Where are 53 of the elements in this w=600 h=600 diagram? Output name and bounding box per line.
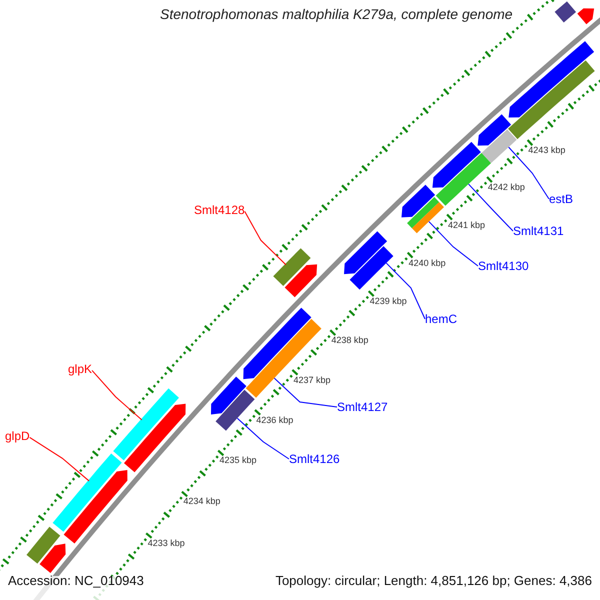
leader-line	[92, 370, 142, 420]
gene-feature	[210, 376, 246, 414]
gene-feature	[478, 114, 512, 146]
leader-line	[29, 436, 90, 482]
gene-feature	[508, 41, 594, 118]
genome-summary: Topology: circular; Length: 4,851,126 bp; Genes: 4,386	[275, 573, 592, 588]
gene-feature	[124, 404, 186, 472]
gene-feature	[26, 526, 60, 564]
scale-label: 4238 kbp	[331, 335, 368, 346]
leader-line	[244, 210, 286, 266]
gene-label: Smlt4128	[194, 203, 245, 217]
gene-feature	[284, 264, 318, 298]
leader-line	[236, 418, 290, 460]
scale-label: 4237 kbp	[294, 374, 331, 386]
scale-label: 4235 kbp	[220, 455, 257, 466]
gene-label: Smlt4131	[513, 224, 564, 238]
gene-label: glpK	[68, 362, 92, 376]
gene-feature	[344, 231, 388, 274]
gene-feature	[482, 129, 517, 164]
gene-feature	[40, 544, 66, 573]
gene-feature	[113, 388, 179, 460]
gene-label: Smlt4130	[478, 259, 529, 273]
leader-line	[428, 221, 478, 266]
scale-label: 4239 kbp	[370, 296, 407, 308]
gene-feature	[401, 184, 436, 218]
gene-feature	[216, 390, 255, 431]
gene-label: hemC	[425, 312, 458, 326]
gene-feature	[407, 197, 444, 234]
gene-feature	[64, 470, 128, 544]
leader-line	[274, 378, 338, 408]
leader-line	[508, 146, 550, 200]
gene-label: Smlt4126	[289, 452, 340, 466]
scale-label: 4233 kbp	[148, 538, 185, 549]
accession-text: Accession: NC_010943	[8, 573, 144, 588]
gene-feature	[350, 246, 394, 290]
gene-label: glpD	[5, 429, 30, 443]
gene-feature	[554, 1, 576, 22]
leader-line	[386, 262, 426, 320]
scale-label: 4242 kbp	[488, 182, 525, 194]
leader-line	[468, 184, 514, 232]
scale-label: 4241 kbp	[448, 220, 486, 231]
gene-feature	[577, 8, 594, 24]
scale-label: 4234 kbp	[183, 496, 220, 508]
diagram-title: Stenotrophomonas maltophilia K279a, complete genome	[160, 6, 513, 22]
gene-feature	[273, 248, 311, 286]
scale-label: 4236 kbp	[256, 414, 294, 426]
gene-label: Smlt4127	[337, 400, 388, 414]
scale-label: 4240 kbp	[408, 258, 446, 269]
gene-label: estB	[549, 192, 574, 206]
scale-label: 4243 kbp	[528, 145, 566, 156]
gene-feature	[432, 142, 481, 188]
gene-feature	[52, 453, 122, 532]
gene-feature	[508, 60, 595, 140]
